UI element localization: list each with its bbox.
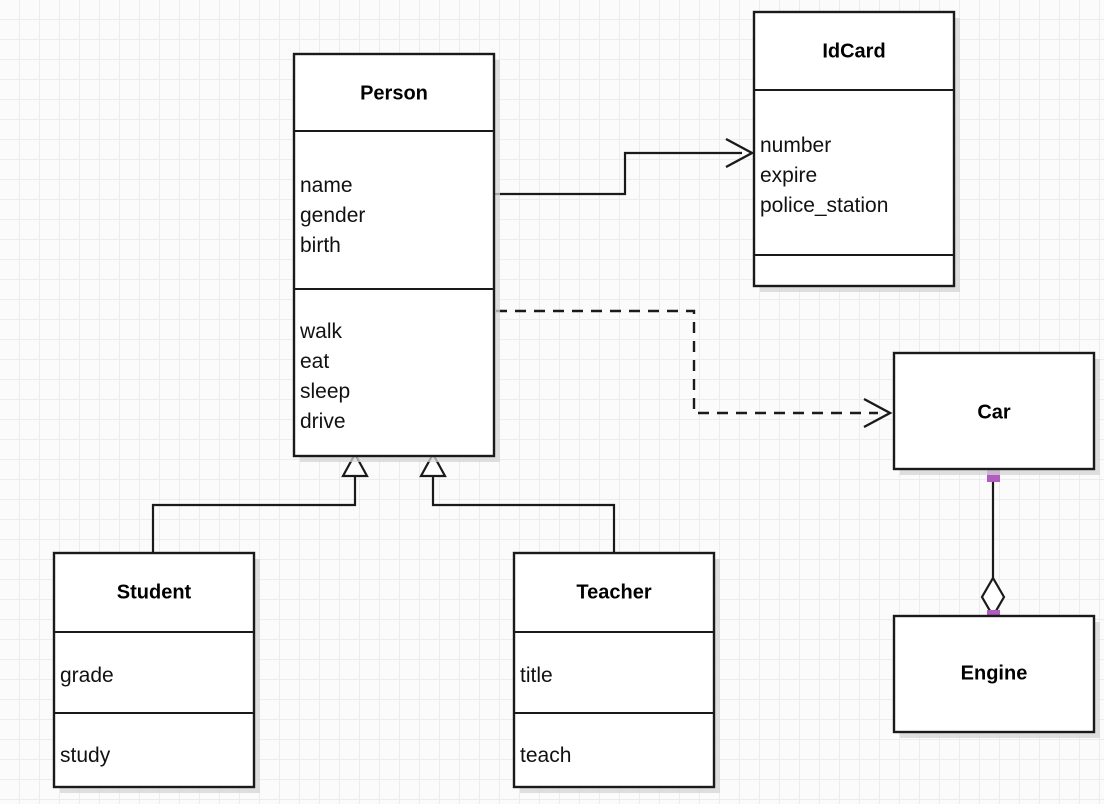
class-title: Student: [117, 581, 192, 603]
dependency-line[interactable]: [496, 309, 878, 415]
class-attribute: name: [300, 174, 353, 197]
class-method: sleep: [300, 380, 350, 403]
open-arrowhead-icon: [725, 137, 755, 169]
class-attribute: police_station: [760, 194, 888, 217]
class-attribute: grade: [60, 664, 114, 687]
class-box[interactable]: [52, 551, 256, 789]
class-title: Teacher: [576, 581, 651, 603]
class-node-idcard[interactable]: IdCard number expire police_station: [752, 10, 960, 292]
class-method: walk: [299, 320, 343, 343]
class-box[interactable]: [752, 10, 956, 288]
class-box[interactable]: [292, 52, 496, 458]
generalization-line[interactable]: [431, 473, 616, 553]
relationship-teacher-person[interactable]: [419, 451, 616, 553]
class-node-engine[interactable]: Engine: [892, 614, 1100, 738]
relationship-car-engine[interactable]: [980, 469, 1006, 623]
class-box[interactable]: [512, 551, 716, 789]
class-attribute: title: [520, 664, 553, 687]
class-title: IdCard: [822, 40, 885, 62]
open-arrowhead-icon: [863, 397, 893, 429]
class-method: teach: [520, 744, 571, 767]
class-method: drive: [300, 410, 346, 433]
relationship-student-person[interactable]: [151, 451, 369, 553]
class-node-teacher[interactable]: Teacher title teach: [512, 551, 720, 793]
relationship-person-idcard[interactable]: [494, 137, 755, 196]
class-attribute: gender: [300, 204, 365, 227]
class-attribute: expire: [760, 164, 817, 187]
class-attribute: birth: [300, 234, 341, 257]
class-title: Engine: [961, 662, 1028, 684]
generalization-line[interactable]: [151, 473, 357, 553]
association-line[interactable]: [494, 151, 742, 196]
relationship-person-car[interactable]: [496, 309, 893, 429]
class-attribute: number: [760, 134, 831, 157]
hollow-triangle-icon: [341, 451, 369, 478]
class-method: study: [60, 744, 111, 767]
hollow-triangle-icon: [419, 451, 447, 478]
class-node-car[interactable]: Car: [892, 351, 1100, 475]
class-node-person[interactable]: Person name gender birth walk eat sleep …: [292, 52, 500, 462]
class-title: Car: [977, 401, 1011, 423]
class-title: Person: [360, 82, 428, 104]
class-box[interactable]: [892, 614, 1096, 734]
class-method: eat: [300, 350, 329, 373]
class-box[interactable]: [892, 351, 1096, 471]
class-node-student[interactable]: Student grade study: [52, 551, 260, 793]
